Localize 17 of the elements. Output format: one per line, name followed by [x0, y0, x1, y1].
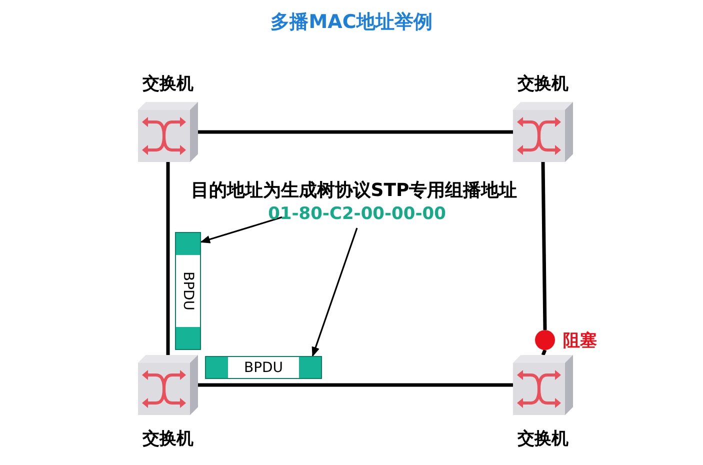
switch-label: 交换机: [142, 428, 194, 450]
note-text: 目的地址为生成树协议STP专用组播地址: [190, 179, 518, 202]
link-line: [541, 162, 547, 330]
leader-arrow: [200, 216, 282, 244]
switch-label: 交换机: [142, 73, 194, 95]
bpdu-frame: BPDU: [175, 232, 201, 350]
link-line: [541, 349, 547, 356]
link-line: [198, 130, 513, 134]
diagram-title: 多播MAC地址举例: [270, 10, 434, 35]
switch-label: 交换机: [518, 73, 568, 95]
switch-label: 交换机: [518, 428, 568, 450]
link-line: [198, 383, 513, 387]
blocked-label: 阻塞: [563, 330, 597, 352]
leader-arrow: [312, 228, 358, 357]
bpdu-frame: BPDU: [205, 356, 322, 379]
link-line: [166, 162, 170, 355]
mac-address: 01-80-C2-00-00-00: [268, 204, 446, 224]
